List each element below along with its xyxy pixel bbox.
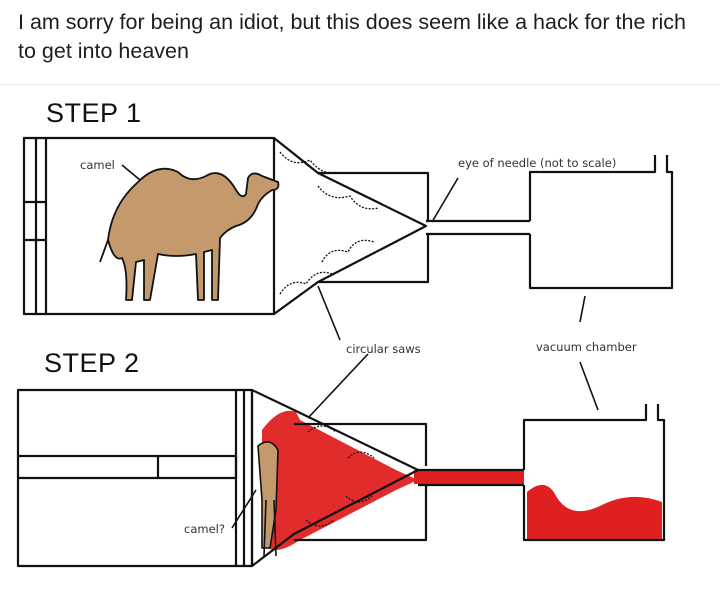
step1-chamber	[22, 136, 276, 316]
step2-camel-remains	[257, 441, 279, 557]
step1-funnel	[273, 137, 430, 315]
vacuum-chamber-label: vacuum chamber	[536, 340, 637, 354]
eye-of-needle-label: eye of needle (not to scale)	[458, 156, 617, 170]
step2-pointers	[231, 353, 599, 529]
step1-circular-saws	[279, 151, 379, 295]
step2-vacuum-chamber	[418, 404, 666, 542]
step2-blood	[262, 410, 662, 550]
step1-vacuum-chamber	[426, 155, 674, 290]
step1-title: STEP 1	[46, 98, 142, 128]
camel-question-label: camel?	[184, 522, 225, 536]
step2-title: STEP 2	[44, 348, 140, 378]
step2-chamber	[16, 388, 254, 568]
camel-label: camel	[80, 158, 115, 172]
divider	[0, 84, 720, 85]
post-caption: I am sorry for being an idiot, but this …	[18, 10, 687, 63]
circular-saws-label: circular saws	[346, 342, 421, 356]
camel-figure	[99, 167, 280, 301]
step2-circular-saws	[305, 425, 375, 527]
